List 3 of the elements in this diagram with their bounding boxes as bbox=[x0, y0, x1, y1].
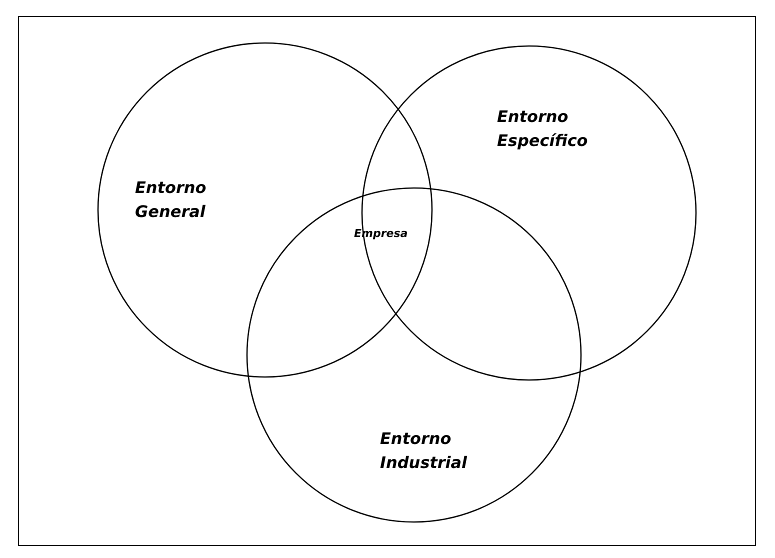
set-label: Entorno Específico bbox=[497, 106, 589, 152]
set-label: Entorno Industrial bbox=[380, 428, 468, 474]
set-label: Entorno General bbox=[135, 177, 208, 223]
